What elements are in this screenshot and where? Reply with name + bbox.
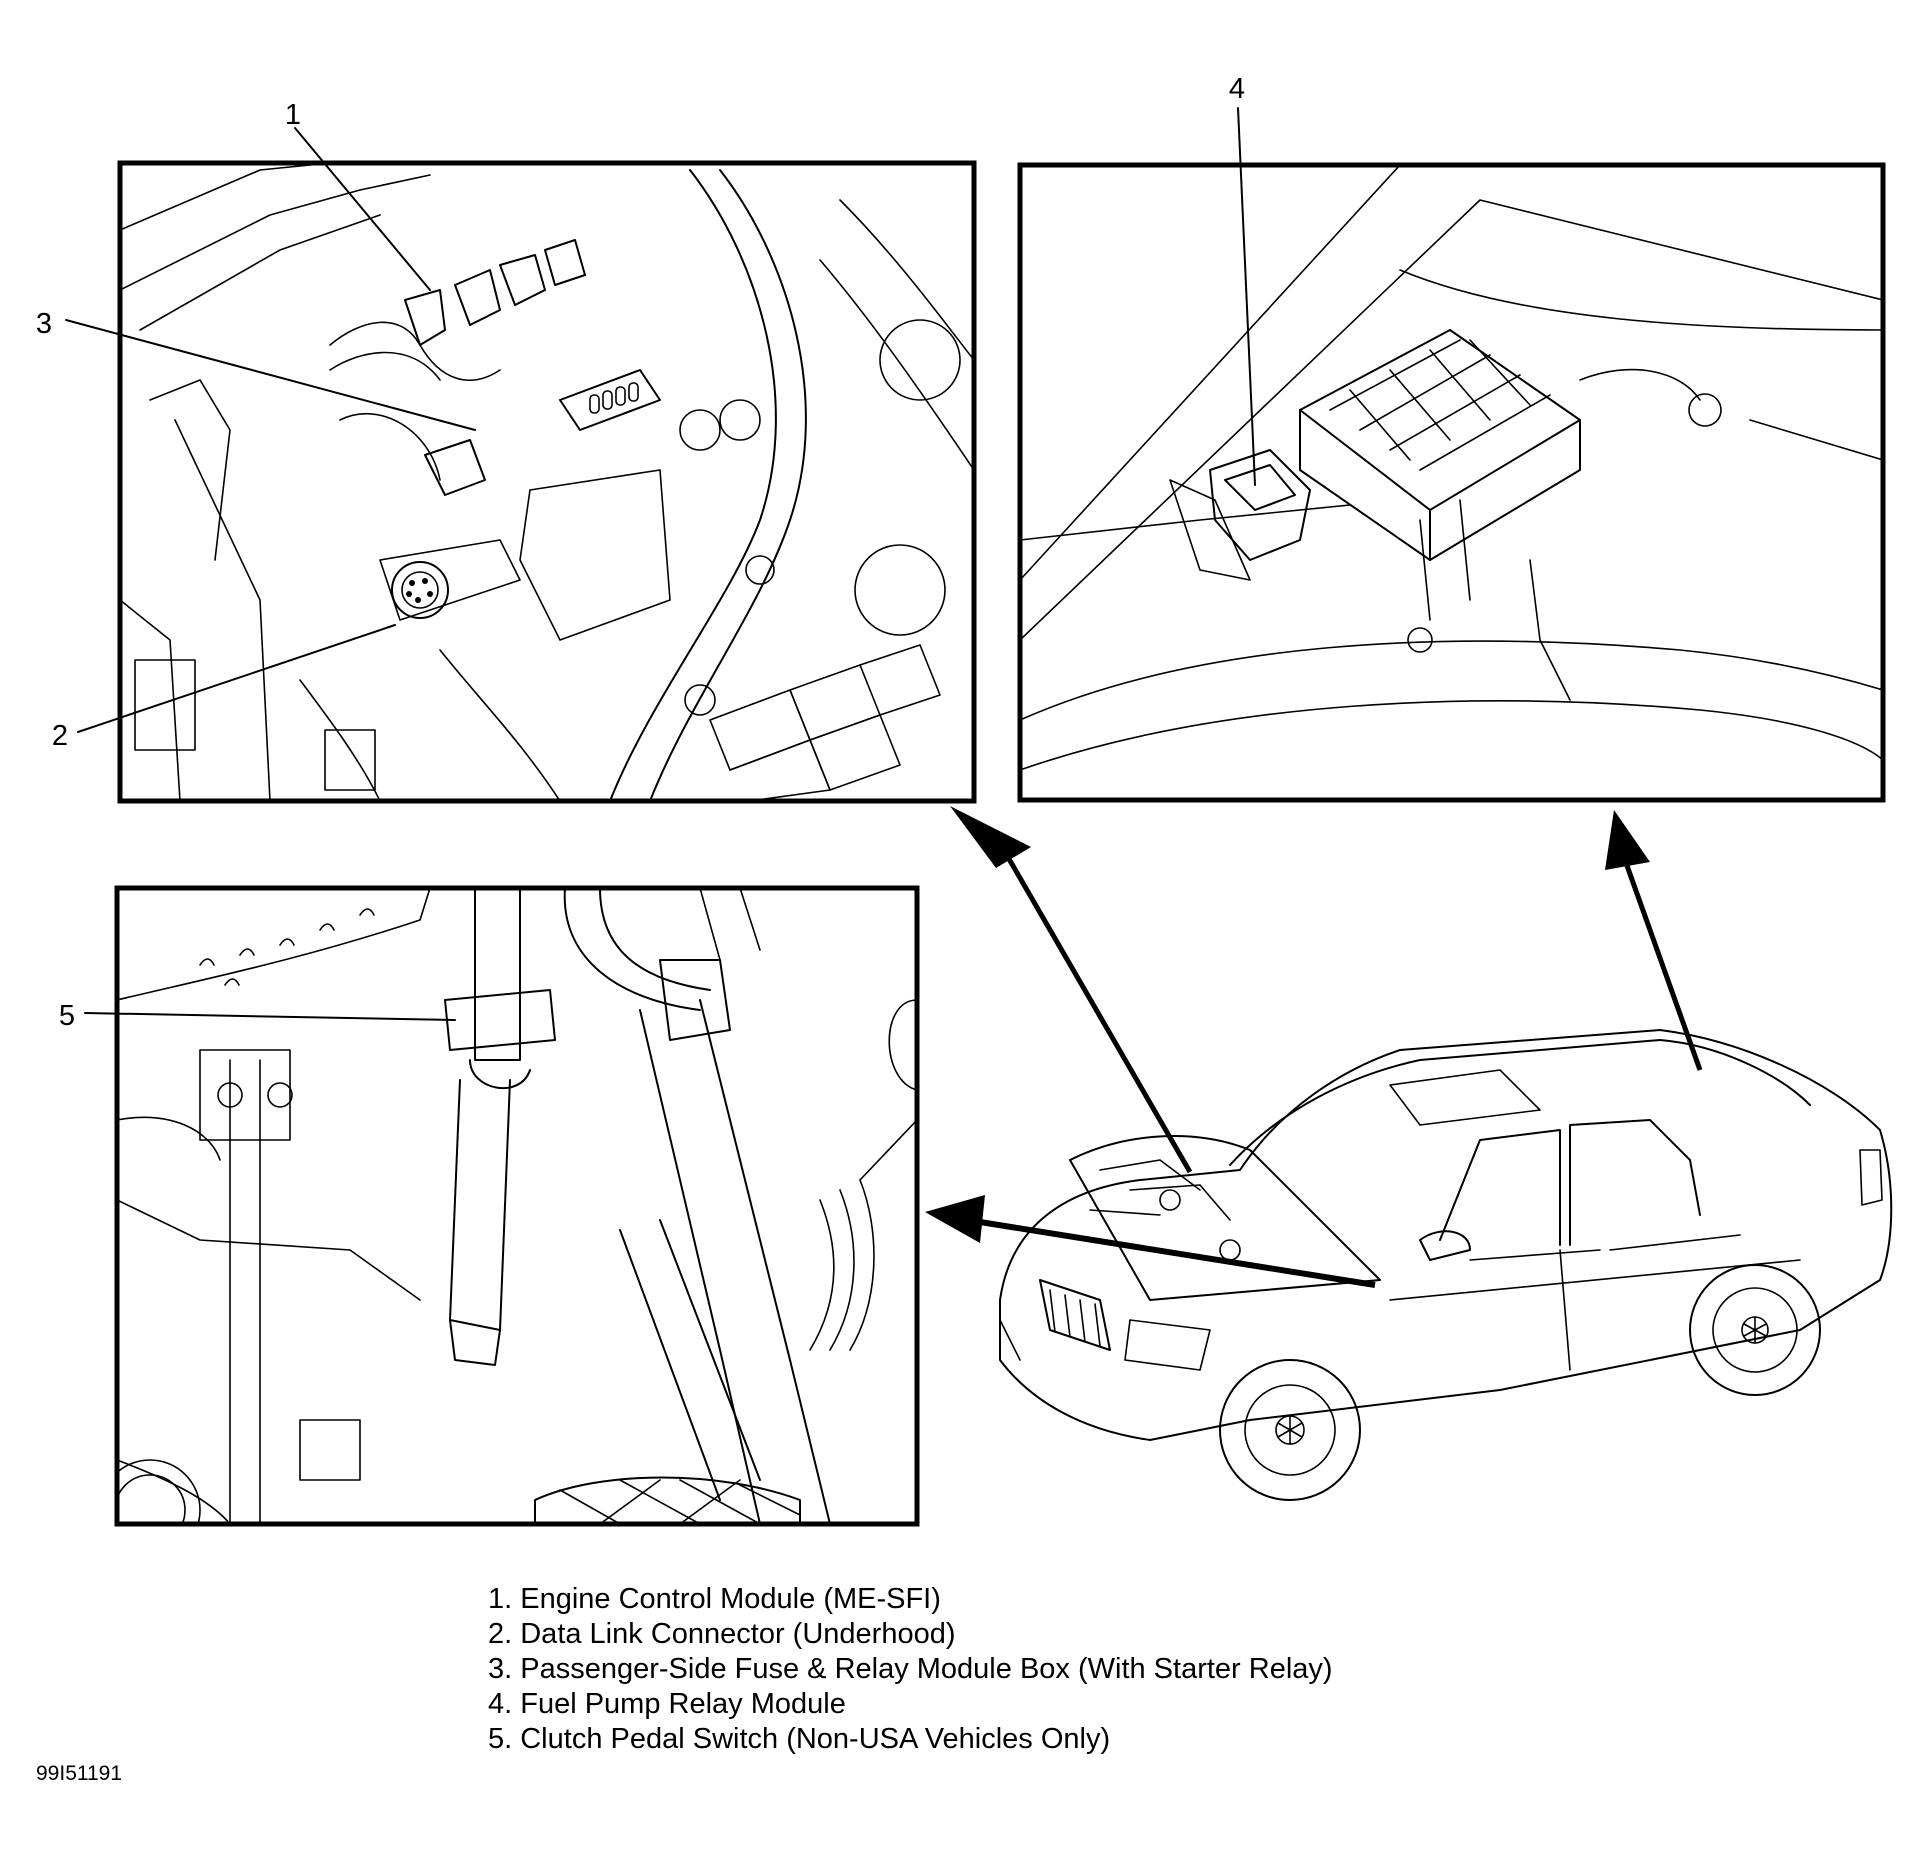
callout-leaders [65, 107, 1256, 1021]
pointer-arrows [925, 806, 1703, 1288]
legend-item: 4. Fuel Pump Relay Module [488, 1688, 846, 1720]
callout-1: 1 [285, 99, 301, 131]
figure-code: 99I51191 [36, 1762, 123, 1785]
component-legend: 1. Engine Control Module (ME-SFI) 2. Dat… [488, 1582, 1333, 1757]
vehicle-overview [999, 1029, 1893, 1501]
sunroof [1389, 1069, 1541, 1126]
callout-2: 2 [52, 720, 68, 752]
legend-item: 3. Passenger-Side Fuse & Relay Module Bo… [488, 1653, 1333, 1685]
panel-fuel-pump-relay [1017, 162, 1886, 803]
panel-clutch-pedal-switch [114, 885, 920, 1527]
legend-item: 2. Data Link Connector (Underhood) [488, 1618, 956, 1650]
callout-5: 5 [59, 1000, 75, 1032]
arrow-to-engine-panel [1002, 850, 1193, 1174]
arrow-to-relay-panel [1622, 859, 1703, 1071]
callout-4: 4 [1229, 73, 1245, 105]
callout-3: 3 [36, 308, 52, 340]
legend-item: 5. Clutch Pedal Switch (Non-USA Vehicles… [488, 1723, 1111, 1755]
panel-engine-compartment [117, 160, 977, 804]
legend-item: 1. Engine Control Module (ME-SFI) [488, 1583, 941, 1615]
arrow-to-clutch-panel [979, 1219, 1376, 1288]
